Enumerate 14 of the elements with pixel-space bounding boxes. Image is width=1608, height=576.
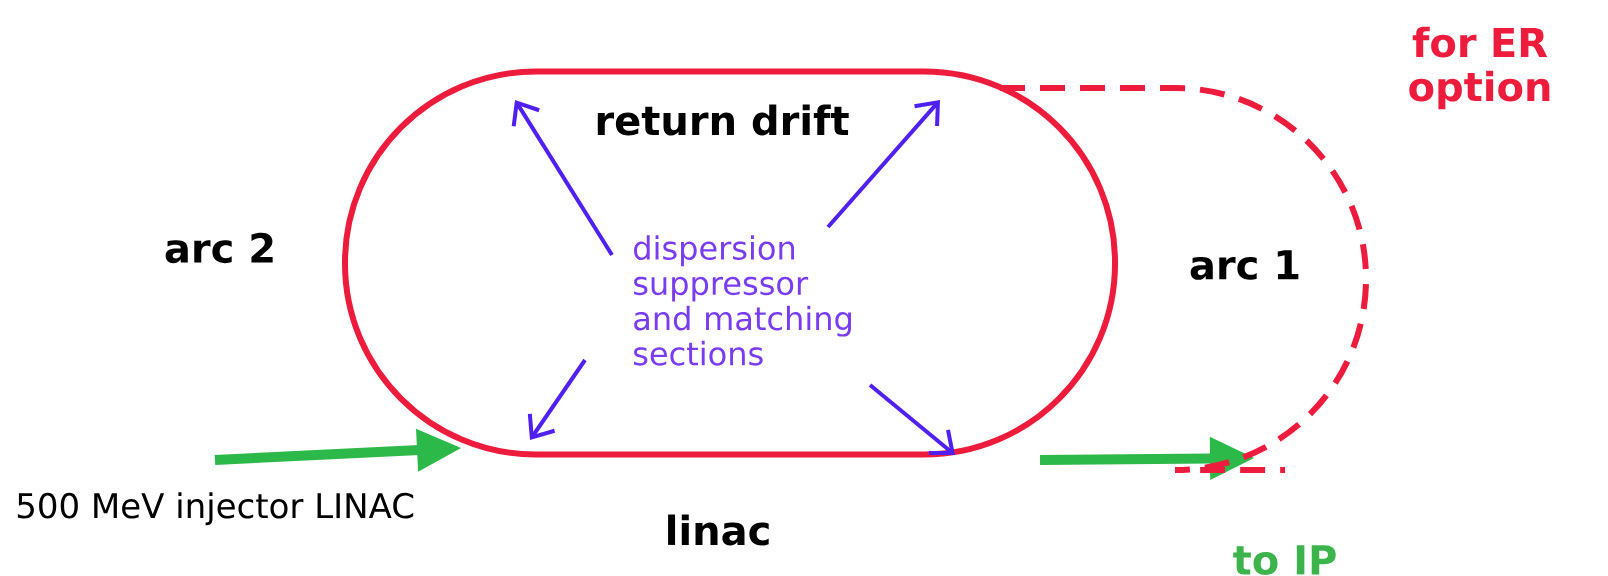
source-label: 500 MeV injector LINAC bbox=[17, 492, 414, 526]
edge-label: for ER option bbox=[1409, 26, 1550, 110]
section-label: arc 2 bbox=[165, 232, 273, 264]
section-label: return drift bbox=[597, 104, 849, 136]
destination-label: to IP bbox=[1233, 545, 1336, 575]
section-label: arc 1 bbox=[1190, 250, 1299, 280]
annotation-text: dispersion suppressor and matching sections bbox=[633, 235, 851, 366]
section-label: linac bbox=[668, 514, 769, 546]
arrow bbox=[868, 383, 955, 455]
arrow bbox=[826, 100, 940, 229]
dashed-connector bbox=[1000, 85, 1369, 473]
arrow bbox=[527, 358, 587, 440]
arrow bbox=[511, 100, 614, 257]
racetrack-loop bbox=[342, 68, 1119, 458]
